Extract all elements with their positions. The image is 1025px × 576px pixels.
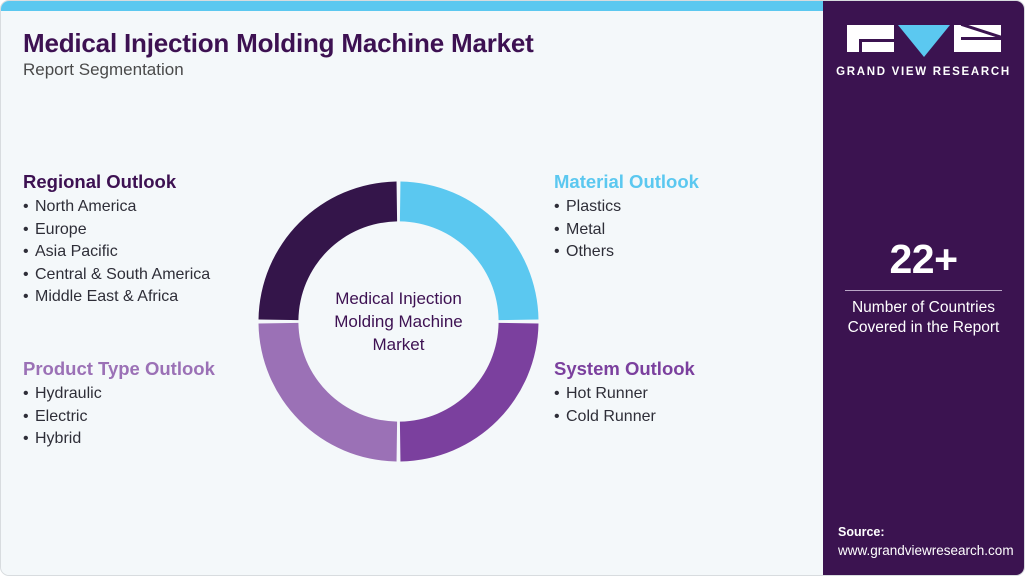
donut-slice[interactable]: System Outlook — [399, 322, 539, 462]
list-item-label: Metal — [566, 220, 606, 238]
list-item: • Hydraulic — [23, 383, 215, 406]
list-item: • Hybrid — [23, 428, 215, 451]
logo-v-triangle-icon — [897, 25, 950, 57]
list-item-label: Electric — [35, 407, 88, 425]
list-item-label: Asia Pacific — [35, 243, 118, 261]
page-title: Medical Injection Molding Machine Market — [23, 28, 534, 58]
brand-logo: GRAND VIEW RESEARCH — [823, 25, 1024, 78]
list-item-label: Others — [566, 243, 615, 261]
list-item-label: Hot Runner — [566, 385, 648, 402]
donut-chart-svg: Material OutlookSystem OutlookProduct Ty… — [258, 181, 539, 462]
outlook-title-product-type: Product Type Outlook — [23, 358, 215, 379]
outlook-title-system: System Outlook — [554, 358, 695, 379]
donut-slice-group: Material OutlookSystem OutlookProduct Ty… — [258, 181, 539, 462]
bullet-icon: • — [554, 407, 560, 425]
list-item-label: North America — [35, 198, 137, 215]
donut-slice[interactable]: Product Type Outlook — [258, 322, 398, 462]
logo-wordmark: GRAND VIEW RESEARCH — [836, 66, 1011, 78]
bullet-icon: • — [554, 385, 560, 402]
source-label: Source: — [838, 525, 885, 539]
bullet-icon: • — [23, 288, 29, 306]
list-item: • Plastics — [554, 196, 699, 219]
list-item: • Others — [554, 241, 699, 264]
bullet-icon: • — [23, 198, 29, 215]
donut-chart: Material OutlookSystem OutlookProduct Ty… — [258, 181, 539, 462]
top-accent-bar — [1, 1, 823, 11]
logo-r-icon — [953, 25, 1001, 52]
donut-slice[interactable]: Regional Outlook — [258, 181, 398, 321]
list-item: • Central & South America — [23, 264, 210, 287]
outlook-block-system: System Outlook • Hot Runner • Cold Runner — [554, 358, 695, 428]
bullet-icon: • — [23, 220, 29, 238]
outlook-list-product-type: • Hydraulic • Electric • Hybrid — [23, 383, 215, 451]
content-area: Medical Injection Molding Machine Market… — [1, 11, 823, 575]
outlook-list-material: • Plastics • Metal • Others — [554, 196, 699, 264]
bullet-icon: • — [554, 243, 560, 261]
bullet-icon: • — [554, 198, 560, 215]
list-item: • North America — [23, 196, 210, 219]
source-url[interactable]: www.grandviewresearch.com — [838, 543, 1014, 558]
page-subtitle: Report Segmentation — [23, 60, 184, 79]
outlook-list-system: • Hot Runner • Cold Runner — [554, 383, 695, 428]
logo-g-icon — [846, 25, 894, 52]
list-item: • Hot Runner — [554, 383, 695, 406]
outlook-list-regional: • North America • Europe • Asia Pacific • Ce… — [23, 196, 210, 309]
list-item: • Metal — [554, 219, 699, 242]
list-item: • Asia Pacific — [23, 241, 210, 264]
side-panel: GRAND VIEW RESEARCH 22+ Number of Countr… — [823, 1, 1024, 575]
list-item-label: Central & South America — [35, 265, 211, 283]
bullet-icon: • — [23, 430, 29, 448]
bullet-icon: • — [554, 220, 560, 238]
list-item-label: Cold Runner — [566, 407, 656, 425]
outlook-title-material: Material Outlook — [554, 171, 699, 192]
list-item: • Europe — [23, 219, 210, 242]
list-item-label: Hydraulic — [35, 385, 102, 402]
donut-slice[interactable]: Material Outlook — [399, 181, 539, 321]
logo-marks — [846, 25, 1001, 57]
list-item: • Middle East & Africa — [23, 286, 210, 309]
list-item-label: Middle East & Africa — [35, 288, 179, 306]
bullet-icon: • — [23, 243, 29, 261]
outlook-block-regional: Regional Outlook • North America • Europe … — [23, 171, 210, 309]
bullet-icon: • — [23, 265, 29, 283]
stat-caption-line-1: Number of Countries — [851, 299, 995, 316]
outlook-title-regional: Regional Outlook — [23, 171, 177, 192]
stat-value: 22+ — [889, 236, 958, 282]
stat-divider — [845, 290, 1002, 291]
stat-caption-line-2: Covered in the Report — [847, 319, 1000, 336]
outlook-block-product-type: Product Type Outlook • Hydraulic • Electri… — [23, 358, 215, 451]
list-item-label: Plastics — [566, 198, 622, 215]
list-item-label: Europe — [35, 220, 87, 238]
list-item-label: Hybrid — [35, 430, 82, 448]
bullet-icon: • — [23, 385, 29, 402]
outlook-block-material: Material Outlook • Plastics • Metal • Other… — [554, 171, 699, 264]
list-item: • Electric — [23, 406, 215, 429]
bullet-icon: • — [23, 407, 29, 425]
list-item: • Cold Runner — [554, 406, 695, 429]
stat-block: 22+ Number of Countries Covered in the R… — [823, 237, 1024, 338]
source-block: Source: www.grandviewresearch.com — [838, 524, 1014, 560]
